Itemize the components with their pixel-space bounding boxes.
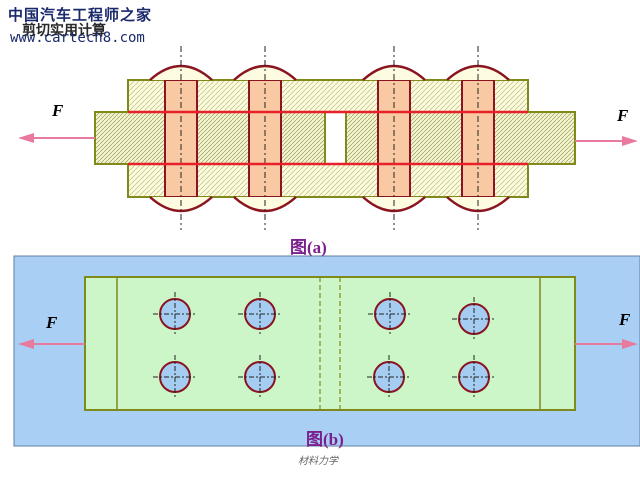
watermark-site-name: 中国汽车工程师之家: [8, 6, 153, 24]
figure-a-caption: 图(a): [290, 238, 327, 257]
watermark-url: www.cartech8.com: [10, 30, 145, 46]
force-label-left-a: F: [52, 101, 64, 120]
rivet-hole-b-4: [452, 297, 496, 341]
left-main-plate: [94, 111, 326, 165]
force-label-right-b: F: [619, 310, 631, 329]
rivet-a-2: [233, 46, 297, 230]
rivet-hole-b-2: [238, 292, 282, 336]
right-force-arrow-a: [575, 136, 638, 146]
left-force-arrow-a: [18, 133, 95, 143]
figure-b-caption: 图(b): [306, 430, 344, 449]
watermark-subtitle: 剪切实用计算: [22, 23, 106, 39]
rivet-hole-b-8: [452, 355, 496, 399]
force-label-right-a: F: [617, 106, 629, 125]
force-label-left-b: F: [46, 313, 58, 332]
plate-gap: [324, 111, 347, 165]
rivet-hole-b-7: [367, 355, 411, 399]
rivet-a-4: [446, 46, 510, 230]
rivet-a-1: [149, 46, 213, 230]
left-force-arrow-b: [18, 339, 85, 349]
rivet-a-3: [362, 46, 426, 230]
right-force-arrow-b: [575, 339, 638, 349]
figure-b-plan-view: [13, 255, 640, 447]
rivet-hole-b-3: [368, 292, 412, 336]
green-cover-plate: [84, 276, 576, 411]
footer-text: 材料力学: [298, 456, 338, 467]
rivet-hole-b-1: [153, 292, 197, 336]
figure-a-section-view: [18, 46, 638, 230]
rivet-hole-b-5: [153, 355, 197, 399]
rivet-hole-b-6: [238, 355, 282, 399]
